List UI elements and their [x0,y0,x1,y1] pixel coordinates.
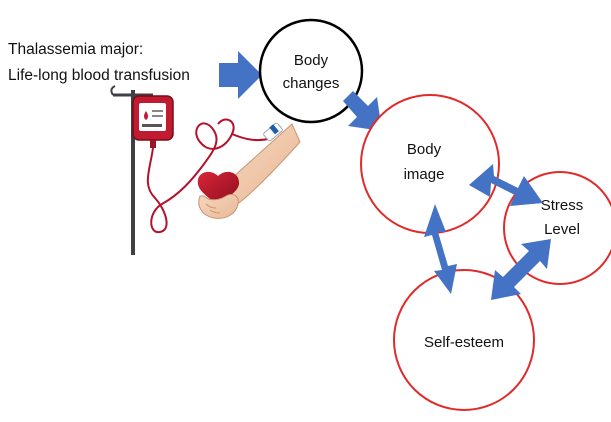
blood-transfusion-illustration [111,86,300,255]
body-image-label-2: image [404,166,445,183]
caption-line-1: Thalassemia major: [8,41,143,58]
body-changes-circle [260,20,362,122]
stress-level-label-1: Stress [541,197,584,214]
body-image-label-1: Body [407,141,442,158]
body-image-circle [361,95,499,233]
blood-bag-label-line-1 [152,110,163,112]
caption-line-2: Life-long blood transfusion [8,67,190,84]
self-esteem-label: Self-esteem [424,334,504,351]
stress-level-label-2: Level [544,221,580,238]
body-changes-label-2: changes [283,75,340,92]
arrow-to-body-changes [219,51,262,99]
blood-bag-label-line-3 [142,124,162,127]
blood-bag-port [150,140,156,148]
body-changes-label-1: Body [294,52,329,69]
blood-bag-label-line-2 [152,115,163,117]
